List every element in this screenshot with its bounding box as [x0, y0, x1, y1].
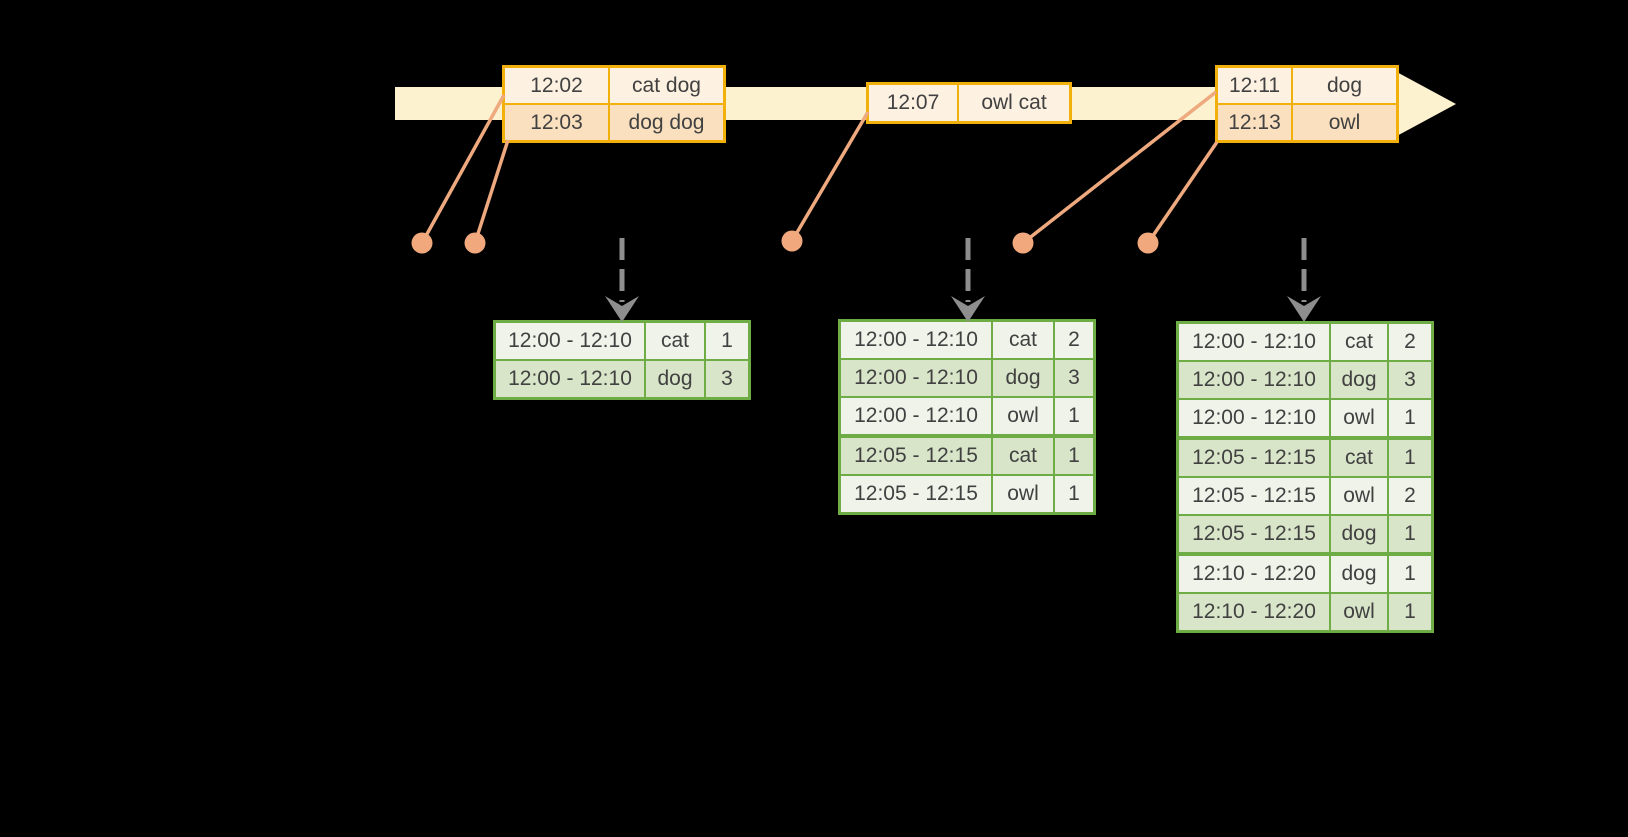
event-table-3: 12:11 dog 12:13 owl [1215, 65, 1399, 143]
trigger-arrow-icon [951, 238, 985, 322]
window-cell: 12:05 - 12:15 [841, 438, 991, 474]
event-words-cell: dog [1293, 68, 1396, 103]
result-row: 12:00 - 12:10 owl 1 [1179, 400, 1431, 436]
window-cell: 12:05 - 12:15 [1179, 478, 1329, 514]
event-dot [1012, 232, 1034, 254]
word-cell: dog [1331, 362, 1387, 398]
count-cell: 2 [1389, 324, 1431, 360]
event-row: 12:11 dog [1218, 68, 1396, 103]
trigger-arrow-icon [605, 238, 639, 322]
word-cell: owl [993, 398, 1053, 434]
event-connector-line [790, 111, 870, 242]
word-cell: owl [993, 476, 1053, 512]
result-table-1: 12:00 - 12:10 cat 1 12:00 - 12:10 dog 3 [493, 320, 751, 400]
result-row: 12:00 - 12:10 dog 3 [1179, 362, 1431, 398]
event-time-cell: 12:03 [505, 105, 608, 140]
event-table-1: 12:02 cat dog 12:03 dog dog [502, 65, 726, 143]
result-row: 12:05 - 12:15 owl 1 [841, 476, 1093, 512]
event-words-cell: cat dog [610, 68, 723, 103]
timeline-arrowhead-icon [1395, 71, 1456, 137]
event-connector-line [1146, 141, 1219, 244]
result-row: 12:00 - 12:10 dog 3 [841, 360, 1093, 396]
result-row: 12:05 - 12:15 cat 1 [841, 438, 1093, 474]
event-row: 12:03 dog dog [505, 105, 723, 140]
event-dot [464, 232, 486, 254]
word-cell: cat [1331, 440, 1387, 476]
word-cell: dog [1331, 516, 1387, 552]
result-row: 12:00 - 12:10 dog 3 [496, 361, 748, 397]
result-row: 12:05 - 12:15 dog 1 [1179, 516, 1431, 552]
count-cell: 3 [1389, 362, 1431, 398]
window-cell: 12:00 - 12:10 [841, 360, 991, 396]
window-cell: 12:00 - 12:10 [496, 361, 644, 397]
count-cell: 1 [1389, 516, 1431, 552]
word-cell: dog [646, 361, 704, 397]
window-cell: 12:05 - 12:15 [1179, 440, 1329, 476]
event-table-2: 12:07 owl cat [866, 82, 1072, 124]
result-row: 12:05 - 12:15 cat 1 [1179, 440, 1431, 476]
result-row: 12:00 - 12:10 cat 2 [1179, 324, 1431, 360]
window-cell: 12:00 - 12:10 [496, 323, 644, 359]
count-cell: 1 [1389, 440, 1431, 476]
word-cell: owl [1331, 594, 1387, 630]
count-cell: 3 [1055, 360, 1093, 396]
word-cell: cat [993, 438, 1053, 474]
window-cell: 12:00 - 12:10 [1179, 400, 1329, 436]
window-cell: 12:00 - 12:10 [1179, 362, 1329, 398]
count-cell: 1 [1389, 556, 1431, 592]
count-cell: 2 [1389, 478, 1431, 514]
event-dot [1137, 232, 1159, 254]
window-cell: 12:00 - 12:10 [1179, 324, 1329, 360]
window-cell: 12:05 - 12:15 [1179, 516, 1329, 552]
count-cell: 1 [706, 323, 748, 359]
window-cell: 12:10 - 12:20 [1179, 556, 1329, 592]
word-cell: owl [1331, 478, 1387, 514]
word-cell: dog [993, 360, 1053, 396]
word-cell: cat [993, 322, 1053, 358]
result-row: 12:10 - 12:20 owl 1 [1179, 594, 1431, 630]
event-time-cell: 12:02 [505, 68, 608, 103]
event-row: 12:07 owl cat [869, 85, 1069, 121]
word-cell: cat [1331, 324, 1387, 360]
event-time-cell: 12:13 [1218, 105, 1291, 140]
word-cell: dog [1331, 556, 1387, 592]
event-row: 12:02 cat dog [505, 68, 723, 103]
event-dot [781, 230, 803, 252]
window-cell: 12:00 - 12:10 [841, 322, 991, 358]
event-markers [411, 230, 1159, 254]
event-row: 12:13 owl [1218, 105, 1396, 140]
window-cell: 12:00 - 12:10 [841, 398, 991, 434]
count-cell: 3 [706, 361, 748, 397]
event-words-cell: dog dog [610, 105, 723, 140]
window-cell: 12:10 - 12:20 [1179, 594, 1329, 630]
count-cell: 1 [1055, 476, 1093, 512]
event-dot [411, 232, 433, 254]
trigger-arrow-icon [1287, 238, 1321, 322]
event-time-cell: 12:11 [1218, 68, 1291, 103]
result-row: 12:00 - 12:10 cat 1 [496, 323, 748, 359]
event-words-cell: owl [1293, 105, 1396, 140]
count-cell: 2 [1055, 322, 1093, 358]
count-cell: 1 [1055, 398, 1093, 434]
window-cell: 12:05 - 12:15 [841, 476, 991, 512]
result-table-2: 12:00 - 12:10 cat 2 12:00 - 12:10 dog 3 … [838, 319, 1096, 515]
event-words-cell: owl cat [959, 85, 1069, 121]
count-cell: 1 [1389, 400, 1431, 436]
count-cell: 1 [1389, 594, 1431, 630]
result-row: 12:10 - 12:20 dog 1 [1179, 556, 1431, 592]
result-row: 12:00 - 12:10 cat 2 [841, 322, 1093, 358]
count-cell: 1 [1055, 438, 1093, 474]
trigger-arrows [605, 238, 1321, 322]
event-time-cell: 12:07 [869, 85, 957, 121]
event-connector-line [473, 139, 510, 244]
word-cell: cat [646, 323, 704, 359]
word-cell: owl [1331, 400, 1387, 436]
result-row: 12:05 - 12:15 owl 2 [1179, 478, 1431, 514]
result-row: 12:00 - 12:10 owl 1 [841, 398, 1093, 434]
result-table-3: 12:00 - 12:10 cat 2 12:00 - 12:10 dog 3 … [1176, 321, 1434, 633]
